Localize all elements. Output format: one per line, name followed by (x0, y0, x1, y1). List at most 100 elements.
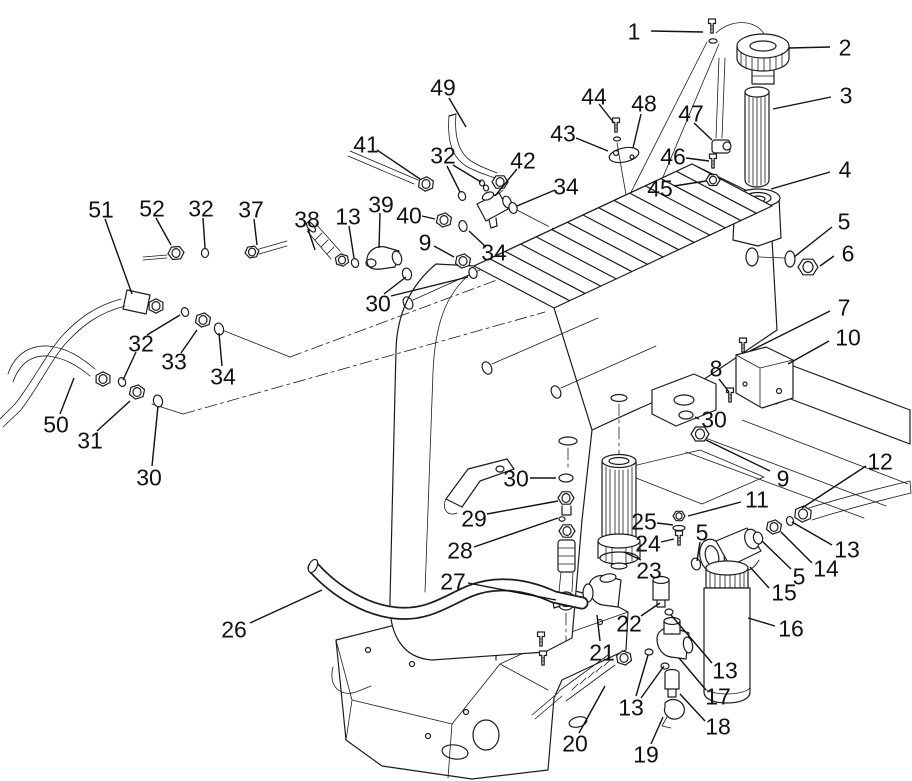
hex-fitting (334, 253, 350, 267)
filler-strainer (744, 86, 770, 188)
screw (708, 153, 718, 169)
leader-line (696, 541, 701, 562)
o-ring (200, 247, 210, 259)
leader-line (650, 30, 704, 33)
callout-25: 25 (631, 508, 657, 534)
callout-10: 10 (835, 324, 861, 350)
suction-hose (307, 558, 589, 620)
callout-5: 5 (696, 519, 709, 545)
oil-filter-assembly (699, 480, 912, 704)
leader-line (693, 122, 713, 141)
callout-32: 32 (188, 195, 214, 221)
leader-line (801, 465, 867, 509)
hex-fitting (491, 175, 509, 189)
leader-line (180, 329, 198, 354)
callout-30: 30 (701, 406, 727, 432)
steel-tube (448, 115, 496, 179)
leader-line (578, 685, 606, 734)
hex-fitting (615, 650, 633, 666)
o-ring (468, 266, 478, 280)
o-ring (612, 136, 622, 142)
leader-line (96, 400, 131, 432)
leader-line (516, 189, 556, 207)
callout-9: 9 (419, 229, 432, 255)
callout-51: 51 (88, 196, 114, 222)
breather-assembly (608, 57, 732, 217)
callout-5: 5 (838, 208, 851, 234)
hex-fitting (557, 491, 575, 505)
callout-47: 47 (678, 100, 704, 126)
leader-line (202, 217, 206, 249)
leader-line (249, 589, 323, 624)
callout-33: 33 (161, 348, 187, 374)
screw (738, 337, 748, 353)
leader-line (473, 517, 559, 548)
clamp-fitting (663, 698, 685, 720)
o-ring (752, 531, 764, 545)
callout-23: 23 (636, 557, 662, 583)
callout-41: 41 (353, 131, 379, 157)
callout-14: 14 (813, 555, 839, 581)
screws (536, 18, 748, 666)
leader-line (253, 218, 258, 246)
callout-34: 34 (210, 363, 236, 389)
o-ring (690, 557, 702, 571)
o-ring (152, 394, 164, 408)
callout-11: 11 (745, 486, 769, 512)
callout-29: 29 (461, 505, 487, 531)
leader-line (819, 255, 835, 267)
callout-42: 42 (510, 147, 536, 173)
screw (707, 18, 717, 34)
leader-line (421, 215, 436, 220)
cap-retainer-cable (715, 22, 765, 35)
hydraulic-tank (389, 163, 786, 661)
oil-filter (703, 560, 751, 704)
screw (538, 650, 548, 666)
leader-line (376, 149, 421, 180)
support-strap (443, 458, 515, 515)
leader-line (673, 180, 707, 187)
callout-3: 3 (840, 82, 853, 108)
callout-28: 28 (447, 537, 473, 563)
callout-18: 18 (705, 713, 731, 739)
leader-line (772, 96, 832, 110)
o-ring (482, 184, 490, 192)
hex-fitting (672, 510, 686, 522)
hex-fitting (558, 524, 576, 538)
callout-34: 34 (553, 173, 579, 199)
leader-line (670, 614, 713, 664)
o-ring (785, 515, 795, 527)
leader-line (787, 340, 830, 365)
suction-strainer (597, 403, 641, 570)
tank-sump (651, 373, 717, 427)
leader-line (598, 103, 615, 124)
o-ring (644, 648, 654, 656)
leader-line (679, 693, 706, 722)
callout-38: 38 (294, 206, 320, 232)
hose (565, 664, 616, 702)
screw (536, 631, 546, 647)
callout-26: 26 (221, 616, 247, 642)
tube-block-fitting (122, 289, 151, 315)
hex-fitting (167, 245, 185, 261)
o-rings (117, 38, 796, 670)
hex-fitting (690, 426, 710, 442)
callout-16: 16 (778, 615, 804, 641)
leader-line (383, 276, 407, 295)
o-ring (117, 377, 127, 387)
leader-line (635, 654, 649, 697)
leader-line (378, 212, 381, 249)
hose (808, 480, 911, 509)
leader-line (660, 538, 675, 543)
callout-1: 1 (628, 18, 641, 44)
callout-15: 15 (771, 579, 797, 605)
callout-20: 20 (562, 730, 588, 756)
leader-line (705, 439, 771, 472)
leader-line (467, 582, 557, 601)
leader-line (486, 500, 559, 515)
mount-bracket (735, 346, 794, 409)
callout-24: 24 (635, 530, 661, 556)
callout-7: 7 (838, 294, 851, 320)
leader-line (122, 351, 137, 381)
